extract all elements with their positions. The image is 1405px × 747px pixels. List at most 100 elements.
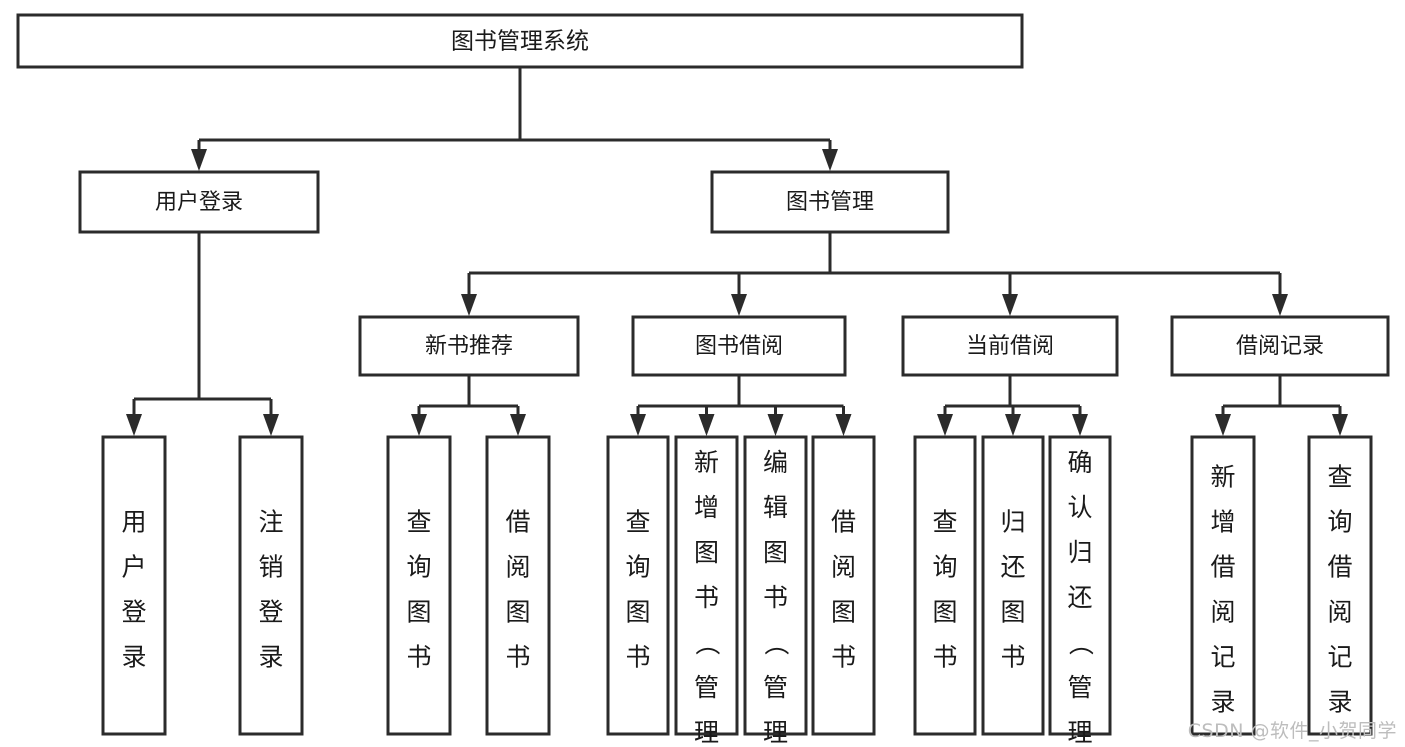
leaf-node-10-box[interactable]: [1048, 435, 1112, 736]
svg-text:确: 确: [1067, 448, 1092, 477]
svg-text:图: 图: [763, 538, 788, 567]
leaf-node-0-label: 用户登录: [121, 508, 146, 672]
svg-text:借: 借: [1210, 553, 1235, 582]
svg-text:图: 图: [406, 598, 431, 627]
leaf-node-11-box[interactable]: [1190, 435, 1256, 736]
node-boxes-layer: 图书管理系统用户登录图书管理新书推荐图书借阅当前借阅借阅记录用户登录注销登录查询…: [16, 13, 1390, 747]
svg-text:书: 书: [406, 643, 431, 672]
svg-text:用: 用: [121, 508, 146, 537]
svg-text:注: 注: [258, 508, 283, 537]
edge-group-user-login: [126, 232, 279, 436]
leaf-node-8-box[interactable]: [913, 435, 977, 736]
leaf-node-0[interactable]: 用户登录: [101, 435, 167, 736]
root-node-book-management-system-box[interactable]: [16, 13, 1024, 69]
level2-node-2-box[interactable]: [901, 315, 1119, 377]
arrow-to-借阅图书: [510, 414, 526, 436]
root-node-book-management-system-label: 图书管理系统: [451, 29, 589, 55]
arrow-to-当前借阅: [1002, 294, 1018, 316]
leaf-node-1-box[interactable]: [238, 435, 304, 736]
svg-text:记: 记: [1327, 643, 1352, 672]
leaf-node-6-box[interactable]: [743, 435, 808, 736]
svg-text:书: 书: [932, 643, 957, 672]
svg-text:增: 增: [694, 493, 719, 522]
svg-text:销: 销: [258, 553, 283, 582]
level2-node-3[interactable]: 借阅记录: [1170, 315, 1390, 377]
svg-text:辑: 辑: [763, 493, 788, 522]
svg-text:管: 管: [694, 673, 719, 702]
leaf-node-7-box[interactable]: [811, 435, 876, 736]
leaf-node-9-box[interactable]: [981, 435, 1045, 736]
level2-node-0-box[interactable]: [358, 315, 580, 377]
arrow-to-查询图书: [630, 414, 646, 436]
svg-text:管: 管: [763, 673, 788, 702]
level2-node-2-label: 当前借阅: [966, 334, 1054, 359]
root-node-book-management-system[interactable]: 图书管理系统: [16, 13, 1024, 69]
svg-text:新: 新: [1210, 463, 1235, 492]
edge-group-book-management: [461, 232, 1288, 316]
arrow-to-新增借阅记录: [1215, 414, 1231, 436]
svg-text:管: 管: [1067, 673, 1092, 702]
svg-text:增: 增: [1210, 508, 1235, 537]
level2-node-0[interactable]: 新书推荐: [358, 315, 580, 377]
edge-group-1: [630, 375, 852, 436]
svg-text:录: 录: [1327, 688, 1352, 717]
svg-text:询: 询: [625, 553, 650, 582]
leaf-node-5-box[interactable]: [674, 435, 739, 736]
level1-node-1-box[interactable]: [710, 170, 950, 234]
level1-node-0[interactable]: 用户登录: [78, 170, 320, 234]
svg-text:书: 书: [625, 643, 650, 672]
svg-text:图: 图: [932, 598, 957, 627]
level1-node-0-label: 用户登录: [155, 190, 243, 215]
leaf-node-2-box[interactable]: [386, 435, 452, 736]
svg-text:借: 借: [1327, 553, 1352, 582]
svg-text:录: 录: [258, 643, 283, 672]
leaf-node-4-box[interactable]: [606, 435, 670, 736]
level2-node-2[interactable]: 当前借阅: [901, 315, 1119, 377]
svg-text:图: 图: [831, 598, 856, 627]
leaf-node-3-box[interactable]: [485, 435, 551, 736]
arrow-to-用户登录: [191, 149, 207, 171]
arrow-to-借阅图书: [835, 414, 852, 436]
leaf-node-0-box[interactable]: [101, 435, 167, 736]
svg-text:（: （: [1066, 630, 1095, 655]
level1-node-1[interactable]: 图书管理: [710, 170, 950, 234]
svg-text:图: 图: [505, 598, 530, 627]
svg-text:新: 新: [694, 448, 719, 477]
svg-text:查: 查: [625, 508, 650, 537]
arrow-to-用户登录: [126, 414, 142, 436]
level2-node-1-box[interactable]: [631, 315, 847, 377]
level1-node-1-label: 图书管理: [786, 190, 874, 215]
svg-text:（: （: [693, 630, 722, 655]
svg-text:认: 认: [1067, 493, 1092, 522]
leaf-node-12-box[interactable]: [1307, 435, 1373, 736]
svg-text:书: 书: [505, 643, 530, 672]
svg-text:还: 还: [1000, 553, 1025, 582]
arrow-to-注销登录: [263, 414, 279, 436]
edge-group-2: [937, 375, 1088, 436]
edge-group-root: [191, 67, 838, 171]
level2-node-3-box[interactable]: [1170, 315, 1390, 377]
svg-text:归: 归: [1067, 538, 1092, 567]
level2-node-0-label: 新书推荐: [425, 334, 513, 359]
level2-node-1[interactable]: 图书借阅: [631, 315, 847, 377]
connector-lines-layer: [126, 67, 1348, 436]
svg-text:阅: 阅: [831, 553, 856, 582]
level1-node-0-box[interactable]: [78, 170, 320, 234]
svg-text:图: 图: [694, 538, 719, 567]
